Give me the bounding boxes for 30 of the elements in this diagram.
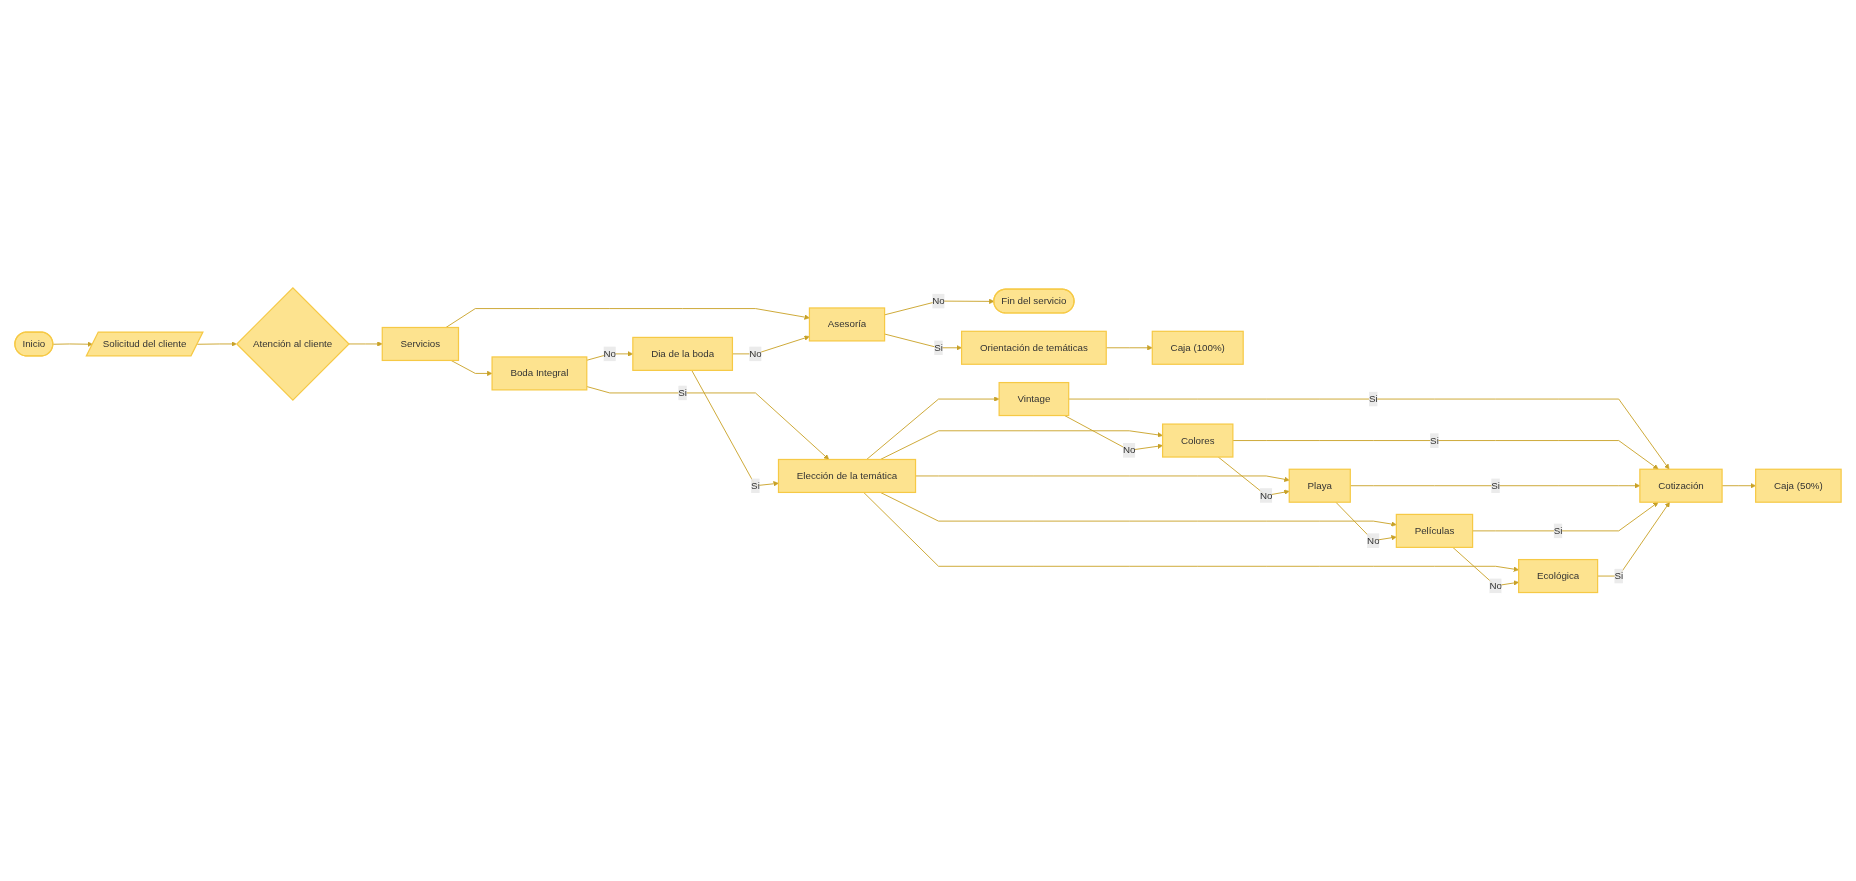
edge-label: Si [1491,480,1500,491]
node-box: Orientación de temáticas [961,330,1107,365]
edge-label: Si [751,480,760,491]
node-box: Playa [1288,468,1351,503]
edge-label: No [932,295,945,306]
edge-label: Si [1553,525,1563,536]
edge-label: No [603,348,617,359]
node-box: Dia de la boda [632,336,734,371]
node-box: Boda Integral [491,356,588,391]
edge-label: Si [678,387,687,398]
edge-label: No [1489,580,1502,591]
node-box: Cotización [1639,468,1723,503]
node-box: Películas [1395,513,1474,548]
node-box: Vintage [998,381,1070,417]
node-diamond: Atención al cliente [235,287,350,401]
edge-label: No [1123,444,1136,456]
node-box: Ecológica [1518,558,1599,594]
edge-label: Si [934,342,943,353]
node-box: Caja (50%) [1755,468,1842,503]
edge-label: No [1367,535,1380,546]
node-box: Caja (100%) [1151,330,1244,365]
edge-label: Si [1368,393,1378,404]
edge-label: Si [1430,435,1439,446]
edge-label: Si [1614,570,1624,581]
edge-label: No [1259,489,1273,501]
node-box: Elección de la temática [777,458,917,494]
node-box: Asesoría [808,307,886,342]
node-box: Colores [1162,423,1234,458]
edge-label: No [749,348,762,359]
node-box: Servicios [381,326,460,362]
